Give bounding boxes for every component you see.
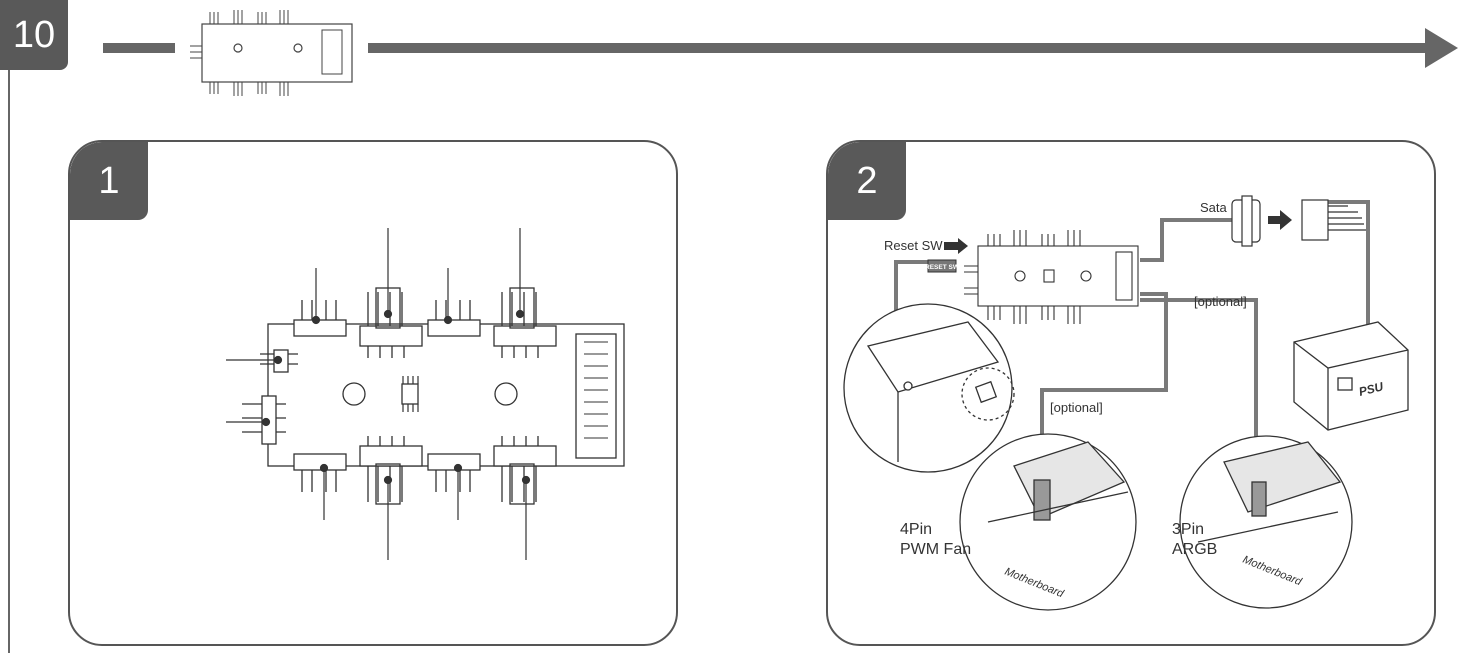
panel-wiring: 2 RESET SW Reset SW Sata <box>826 140 1436 646</box>
panel-number-badge: 1 <box>70 142 148 220</box>
optional-label-argb: [optional] <box>1194 294 1247 309</box>
step-number: 10 <box>12 13 56 56</box>
panel-number: 2 <box>856 159 878 202</box>
fan-label-line1: 4Pin <box>900 521 932 538</box>
direction-arrow <box>103 10 1458 96</box>
psu-plug-icon <box>1301 199 1366 241</box>
optional-label-fan: [optional] <box>1050 400 1103 415</box>
motherboard-fan-header-icon <box>959 433 1137 611</box>
psu-label: PSU <box>1357 379 1385 399</box>
sata-plug-icon <box>1231 195 1261 247</box>
step-number-badge: 10 <box>0 0 68 70</box>
argb-label-line1: 3Pin <box>1172 521 1204 538</box>
reset-sw-chip-label: RESET SW <box>925 264 960 271</box>
panel-number: 1 <box>98 159 120 202</box>
wiring-diagram: RESET SW Reset SW Sata PSU [optional] [o… <box>843 195 1409 611</box>
sata-label: Sata <box>1200 200 1228 215</box>
psu-box-icon <box>1293 321 1409 431</box>
reset-sw-label: Reset SW <box>884 238 943 253</box>
hub-thumbnail-icon <box>190 10 353 96</box>
sata-arrow-icon <box>1268 210 1292 230</box>
panel-number-badge: 2 <box>828 142 906 220</box>
panel-hub-detail: 1 <box>68 140 678 646</box>
argb-label-line2: ARGB <box>1172 541 1217 558</box>
left-rule <box>8 70 10 653</box>
hub-diagram <box>226 228 625 560</box>
fan-label-line2: PWM Fan <box>900 541 971 558</box>
reset-arrow-icon <box>944 238 968 254</box>
motherboard-argb-header-icon <box>1179 435 1353 609</box>
case-front-panel-icon <box>843 303 1015 473</box>
